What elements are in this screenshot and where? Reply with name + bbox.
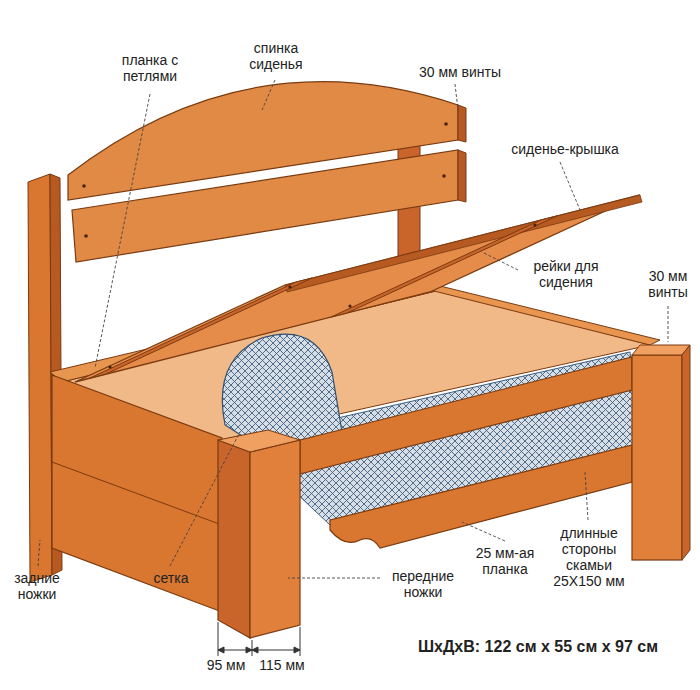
extension-line — [218, 622, 219, 656]
leader-lines — [38, 80, 668, 578]
extension-line — [252, 640, 253, 656]
leg-top — [218, 430, 300, 452]
front-leg — [250, 440, 300, 638]
extension-line — [300, 627, 301, 656]
leader-line — [560, 162, 580, 210]
dimension-label: 115 мм — [252, 657, 312, 673]
part-label: планка с петлями — [110, 52, 190, 84]
part-label: 30 мм винты — [400, 64, 520, 80]
backrest-plank — [72, 150, 458, 262]
part-label: длинные стороны скамьи 25X150 мм — [548, 525, 630, 589]
part-label: передние ножки — [384, 568, 462, 600]
leader-line — [170, 432, 240, 566]
leg-top — [632, 345, 690, 355]
leader-line — [668, 306, 669, 342]
plank-end — [458, 150, 466, 202]
plank-end — [458, 105, 466, 142]
screw — [444, 122, 448, 126]
back-leg — [28, 174, 52, 582]
screw — [84, 234, 88, 238]
part-label: сиденье-крышка — [480, 141, 650, 157]
size-note: ШхДхВ: 122 см х 55 см х 97 см — [380, 638, 696, 656]
leader-line — [288, 578, 380, 579]
part-label: задние ножки — [6, 570, 68, 602]
leader-line — [38, 540, 40, 566]
arrowhead — [218, 647, 224, 653]
front-rail — [300, 357, 632, 474]
part-label: 25 мм-ая планка — [464, 545, 546, 577]
front-leg-side — [218, 440, 250, 638]
screw — [533, 223, 536, 226]
lid-edge — [285, 195, 642, 292]
leader-line — [482, 252, 518, 270]
front-leg — [632, 355, 682, 560]
part-label: сетка — [140, 570, 202, 586]
arrowhead — [294, 647, 300, 653]
arrowhead — [252, 647, 258, 653]
screw — [348, 304, 351, 307]
part-label: 30 мм винты — [642, 268, 694, 300]
part-label: рейки для сидения — [522, 258, 610, 290]
leader-line — [462, 522, 505, 541]
screw — [82, 184, 86, 188]
dimension-line — [252, 650, 300, 651]
leader-line — [95, 94, 150, 368]
seat-slat — [331, 216, 557, 317]
screw — [288, 285, 291, 288]
leader-line — [585, 472, 588, 520]
leader-line — [455, 84, 458, 110]
dimension-lines — [218, 622, 300, 656]
side-panel — [52, 375, 222, 612]
mesh-roll — [222, 334, 342, 446]
front-leg-side — [682, 345, 690, 560]
part-label: спинка сиденья — [240, 40, 312, 72]
screw — [108, 365, 111, 368]
leader-line — [262, 80, 275, 110]
screw — [442, 174, 446, 178]
side-rim — [430, 286, 660, 345]
dimension-label: 95 мм — [200, 657, 252, 673]
